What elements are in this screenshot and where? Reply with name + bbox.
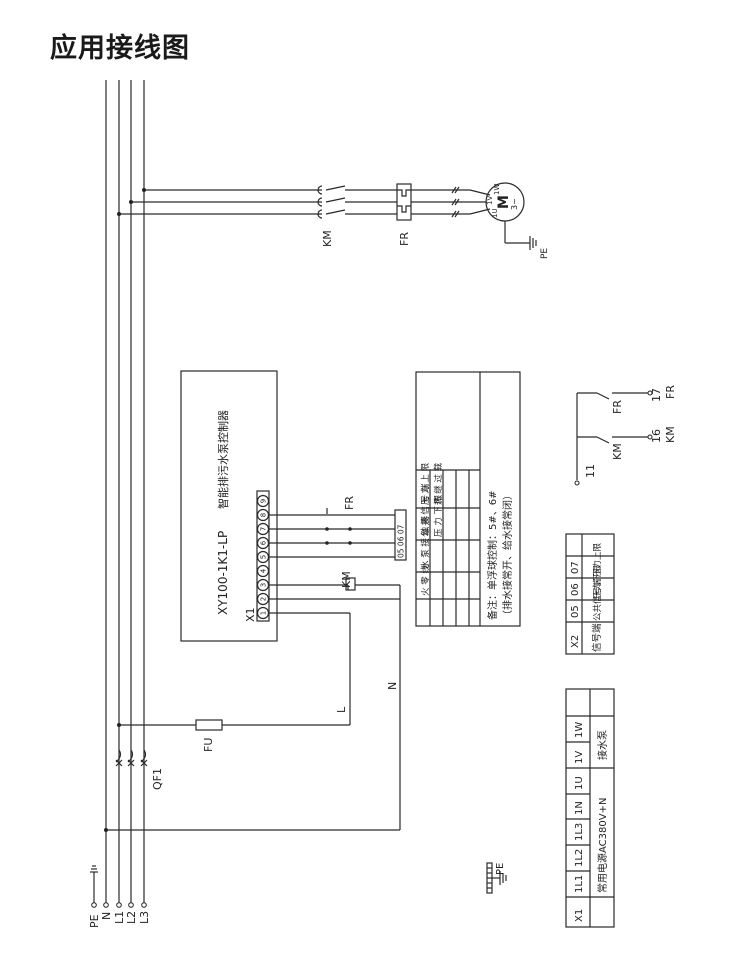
ext-term-11: 11 [584,464,597,478]
motor-phase-label: 3~ [510,198,519,210]
ext-term-17: 17 [650,388,663,402]
func-note-sub: （排水接常开、给水接常闭） [501,490,514,620]
x2-head-0: X2 [570,635,581,648]
km-label: KM [321,230,334,247]
svg-text:8: 8 [260,513,268,517]
func-row-4: 水 泵 接 触 器 [420,515,431,569]
motor-u-label: 1U [491,208,499,218]
x1-head-6: 1V [574,751,585,764]
x1-head-1: 1L1 [574,875,585,893]
fr-label: FR [398,232,411,246]
func-row-2: 公 共 信 号 端 [420,483,431,537]
bus-label-l1: L1 [113,911,126,924]
svg-text:6: 6 [260,540,268,545]
ext-km-label-2: KM [664,426,677,443]
x2-body-1: 公共信号端 [592,578,603,621]
controller-box: XY100-1K1-LP 智能排污水泵控制器 X1 1 2 3 4 5 6 7 … [180,370,278,642]
km-coil-label: KM [340,571,353,588]
qf1-breaker: QF1 [115,749,164,790]
func-row-6: 热 继 过 载 [433,462,444,505]
x2-head-1: 05 [570,605,581,618]
x1-pump-label: 接水泵 [596,730,609,760]
func-note-main: 备注：单浮球控制：5#、6# [486,491,499,620]
ext-fr-label-2: FR [664,385,677,399]
svg-text:7: 7 [260,527,268,531]
x1-head-3: 1L3 [574,823,585,841]
n-label: N [386,682,399,690]
x1-head-4: 1N [574,801,585,815]
svg-text:2: 2 [260,597,268,601]
pe-bar-label: PE [495,863,506,875]
svg-text:5: 5 [260,555,268,559]
function-table: 压 力 上 限 公 共 信 号 端 压 力 下 限 水 泵 接 触 器 火 零 … [415,371,521,627]
x2-table: X2 05 06 07 信号端 公共信号端 压力下限 压力上限 [565,533,615,655]
func-row-1: 压 力 上 限 [420,462,431,505]
motor-w-label: 1W [493,184,501,195]
svg-text:9: 9 [260,499,268,503]
bus-label-n: N [100,912,113,920]
ext-km-label: KM [611,443,624,460]
x2-head-2: 06 [570,583,581,596]
page-title: 应用接线图 [50,33,190,64]
x2-body-2: 压力下限 [592,564,603,599]
km-main-contacts: KM [317,185,397,247]
bus-label-l2: L2 [125,911,138,924]
x2-body-0: 信号端 [591,623,603,652]
func-row-3: 压 力 下 限 [433,494,444,537]
svg-text:4: 4 [260,568,268,573]
svg-text:3: 3 [260,583,268,587]
x1-label: X1 [244,607,257,622]
x1-head-0: X1 [574,909,585,922]
func-row-5: 火 零 线 [420,565,431,596]
bus-label-pe: PE [88,914,101,928]
fu-label: FU [202,738,215,752]
terminal-strip: 1 2 3 4 5 6 7 8 9 [256,494,270,620]
x1-power-label: 常用电源AC380V+N [596,798,609,893]
motor-pe-label: PE [540,248,550,259]
motor-ground-icon: PE [504,221,550,259]
x1-table: X1 1L1 1L2 1L3 1N 1U 1V 1W 常用电源AC380V+N … [565,688,615,928]
controller-name: 智能排污水泵控制器 [216,410,230,509]
l-label: L [335,706,348,713]
fr-thermal-relay: FR [396,183,470,246]
bus-labels: PE N L1 L2 L3 [88,911,151,928]
x2-terminal-nums: 05 06 07 [397,524,406,558]
external-control: 11 KM FR 16 KM 17 FR [574,385,677,486]
x2-body-3: 压力上限 [592,542,603,577]
x1-head-7: 1W [574,722,585,738]
ext-fr-label: FR [611,400,624,414]
x1-head-5: 1U [574,776,585,790]
svg-text:1: 1 [260,611,268,615]
fr-aux-label: FR [343,496,356,510]
motor-v-label: 1V [486,196,494,205]
controller-model: XY100-1K1-LP [216,531,230,615]
control-wiring: FR 05 06 07 KM FU L N [104,496,407,832]
qf1-label: QF1 [151,768,164,790]
motor-m-label: M [496,195,512,209]
motor: M 3~ 1W 1V 1U [485,182,525,222]
motor-circuit: KM FR [117,182,550,259]
main-buses [90,80,147,908]
bus-label-l3: L3 [138,911,151,924]
pe-ground-bar-icon: PE [486,862,507,894]
ext-term-16: 16 [650,429,663,443]
x1-head-2: 1L2 [574,849,585,867]
x2-head-3: 07 [570,561,581,574]
